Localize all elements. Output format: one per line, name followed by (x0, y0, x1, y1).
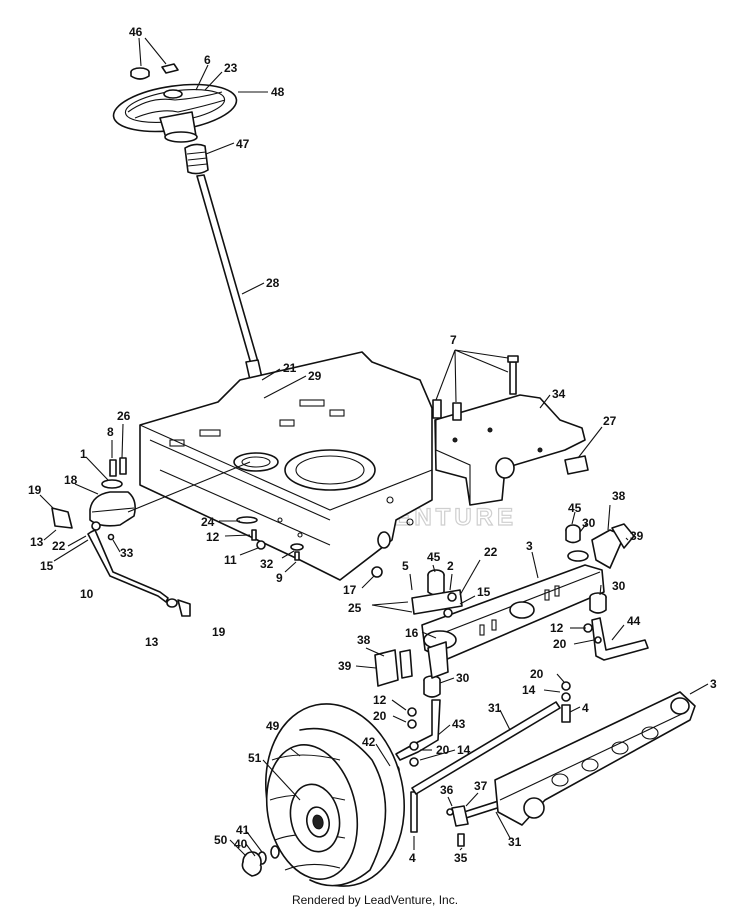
right-spindle (561, 617, 649, 723)
callout-45b: 45 (568, 501, 582, 515)
callout-33: 33 (120, 546, 134, 560)
callout-38b: 38 (357, 633, 371, 647)
callout-14: 14 (522, 683, 536, 697)
callout-20d: 20 (436, 743, 450, 757)
callout-23: 23 (224, 61, 238, 75)
front-axle (411, 524, 605, 661)
callout-13b: 13 (145, 635, 159, 649)
leader-lines (39, 37, 709, 857)
callout-26: 26 (117, 409, 131, 423)
callout-49: 49 (266, 719, 280, 733)
front-axle-detail (494, 691, 696, 826)
callout-37: 37 (474, 779, 488, 793)
callout-13: 13 (30, 535, 44, 549)
dash-bracket (432, 355, 589, 506)
callout-7: 7 (450, 333, 457, 347)
callout-20b: 20 (530, 667, 544, 681)
callout-12b: 12 (550, 621, 564, 635)
callout-50: 50 (214, 833, 228, 847)
callout-12c: 12 (373, 693, 387, 707)
callout-40: 40 (234, 837, 248, 851)
callout-47: 47 (236, 137, 250, 151)
axle-pivot-brackets (374, 523, 635, 698)
callout-39: 39 (630, 529, 644, 543)
callout-34: 34 (552, 387, 566, 401)
callout-22: 22 (52, 539, 66, 553)
callout-16: 16 (405, 626, 419, 640)
callout-51: 51 (248, 751, 262, 765)
callout-18: 18 (64, 473, 78, 487)
callout-30: 30 (582, 516, 596, 530)
callout-38: 38 (612, 489, 626, 503)
callout-2: 2 (447, 559, 454, 573)
callout-39b: 39 (338, 659, 352, 673)
callout-10: 10 (80, 587, 94, 601)
callout-32: 32 (260, 557, 274, 571)
callout-30b: 30 (456, 671, 470, 685)
callout-25: 25 (348, 601, 362, 615)
callout-20: 20 (553, 637, 567, 651)
callout-42: 42 (362, 735, 376, 749)
callout-31b: 31 (508, 835, 522, 849)
callout-8: 8 (107, 425, 114, 439)
steering-plate (51, 457, 251, 541)
frame-hardware (236, 516, 383, 578)
callout-19b: 19 (212, 625, 226, 639)
callout-27: 27 (603, 414, 617, 428)
callout-28: 28 (266, 276, 280, 290)
callout-35: 35 (454, 851, 468, 865)
callout-4: 4 (582, 701, 589, 715)
callouts: 46 6 23 48 47 28 21 29 7 34 27 26 8 1 18… (28, 25, 717, 865)
callout-15b: 15 (477, 585, 491, 599)
main-frame (139, 351, 433, 581)
steering-wheel (112, 63, 238, 143)
callout-3: 3 (526, 539, 533, 553)
steering-column (184, 143, 269, 406)
callout-6: 6 (204, 53, 211, 67)
callout-15: 15 (40, 559, 54, 573)
callout-14b: 14 (457, 743, 471, 757)
callout-20c: 20 (373, 709, 387, 723)
callout-45: 45 (427, 550, 441, 564)
callout-1: 1 (80, 447, 87, 461)
callout-24: 24 (201, 515, 215, 529)
callout-41: 41 (236, 823, 250, 837)
callout-46: 46 (129, 25, 143, 39)
footer-credit: Rendered by LeadVenture, Inc. (291, 893, 459, 907)
callout-17: 17 (343, 583, 357, 597)
callout-11: 11 (224, 553, 237, 567)
callout-29: 29 (308, 369, 322, 383)
callout-5: 5 (402, 559, 409, 573)
callout-31: 31 (488, 701, 502, 715)
front-wheel (264, 703, 406, 887)
callout-19: 19 (28, 483, 42, 497)
callout-43: 43 (452, 717, 466, 731)
callout-36: 36 (440, 783, 454, 797)
callout-44: 44 (627, 614, 641, 628)
callout-22b: 22 (484, 545, 498, 559)
callout-3b: 3 (710, 677, 717, 691)
callout-9: 9 (276, 571, 283, 585)
callout-30c: 30 (612, 579, 626, 593)
callout-48: 48 (271, 85, 285, 99)
callout-4b: 4 (409, 851, 416, 865)
callout-21: 21 (283, 361, 297, 375)
hub-cap-parts (241, 845, 280, 877)
drag-link (87, 529, 191, 617)
callout-12: 12 (206, 530, 220, 544)
